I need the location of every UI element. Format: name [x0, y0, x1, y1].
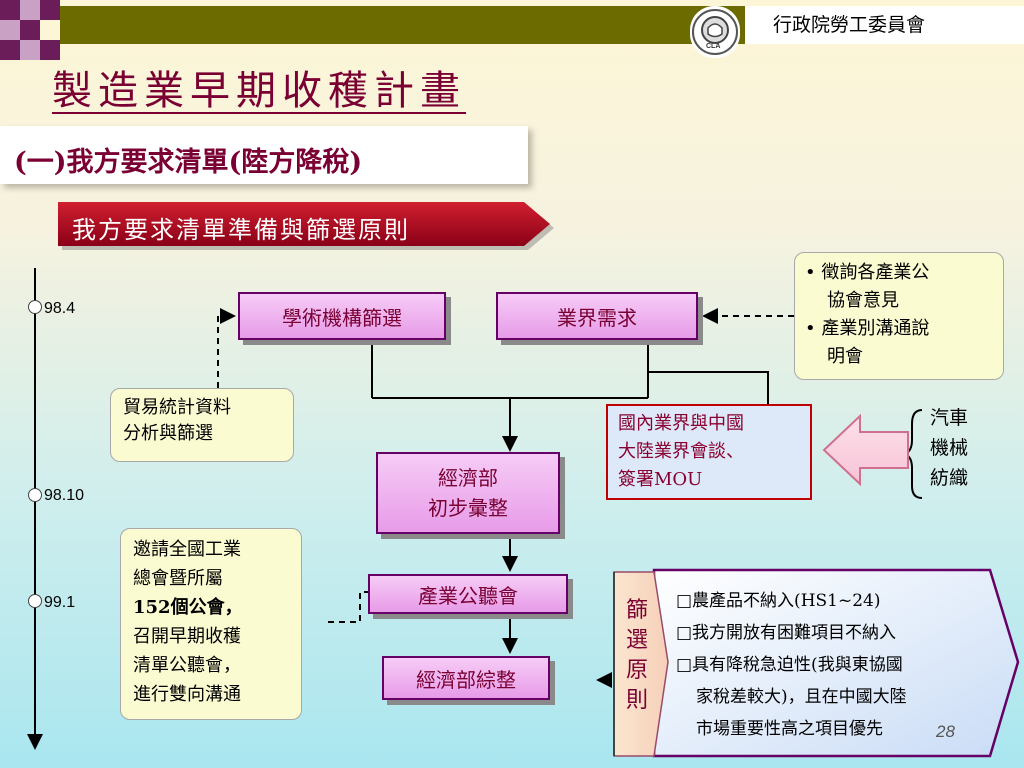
criteria-item: □農產品不納入(HS1~24)	[676, 591, 881, 611]
consult-line: 徵詢各產業公	[821, 262, 930, 283]
timeline-dot	[28, 300, 42, 314]
timeline-dot	[28, 594, 42, 608]
sector-label: 紡織	[930, 467, 969, 489]
consult-box: • 徵詢各產業公 協會意見 • 產業別溝通說 明會	[794, 252, 1004, 380]
criteria-label-char: 則	[625, 688, 648, 713]
mou-box: 國內業界與中國 大陸業界會談、 簽署MOU	[606, 404, 812, 500]
page-subtitle: (一)我方要求清單(陸方降稅)	[14, 147, 363, 178]
timeline-date: 98.10	[44, 487, 85, 504]
decor-square	[0, 20, 20, 40]
criteria-label-char: 篩	[625, 598, 648, 623]
logo-text: CLA	[706, 43, 721, 50]
decor-square	[0, 0, 20, 20]
timeline-dot	[28, 488, 42, 502]
criteria-item: 家稅差較大)，且在中國大陸	[696, 687, 907, 707]
trade-stats-line2: 分析與篩選	[123, 423, 213, 444]
consult-line: 產業別溝通說	[821, 318, 930, 339]
sector-label: 機械	[930, 437, 969, 459]
consult-item: • 產業別溝通說	[805, 315, 993, 343]
criteria-panel	[613, 568, 1020, 758]
invite-line: 152個公會，	[133, 597, 243, 618]
decor-square	[20, 40, 40, 60]
criteria-label-char: 原	[625, 658, 648, 683]
timeline-date: 99.1	[44, 594, 76, 611]
decor-square	[20, 0, 40, 20]
criteria-item: 市場重要性高之項目優先	[696, 719, 883, 739]
invite-line: 邀請全國工業	[133, 539, 241, 560]
criteria-label: 篩 選 原 則	[622, 596, 652, 716]
criteria-item: □我方開放有困難項目不納入	[676, 623, 897, 643]
bullet-icon: •	[805, 262, 822, 283]
invite-box: 邀請全國工業 總會暨所屬 152個公會， 召開早期收穫 清單公聽會， 進行雙向溝…	[120, 528, 302, 720]
consult-item: • 徵詢各產業公	[805, 259, 993, 287]
criteria-item: □具有降稅急迫性(我與東協國	[676, 655, 903, 675]
bullet-icon: •	[805, 318, 822, 339]
subtitle-box	[0, 126, 528, 184]
industry-demand-box: 業界需求	[496, 292, 698, 340]
left-arrow-icon	[822, 414, 909, 486]
consult-item-cont: 明會	[827, 346, 863, 367]
moea-initial-line1: 經濟部	[438, 466, 498, 490]
timeline-date: 98.4	[44, 300, 76, 317]
invite-line: 清單公聽會，	[133, 655, 241, 676]
decor-square	[40, 0, 60, 20]
consult-item-cont: 協會意見	[827, 290, 899, 311]
moea-initial-box: 經濟部 初步彙整	[376, 452, 560, 534]
sector-label: 汽車	[930, 407, 969, 429]
invite-line: 進行雙向溝通	[133, 684, 241, 705]
trade-stats-line1: 貿易統計資料	[123, 397, 231, 418]
invite-line: 召開早期收穫	[133, 626, 241, 647]
cla-logo: CLA	[690, 6, 740, 58]
decor-square	[40, 40, 60, 60]
banner-arrow	[58, 202, 554, 250]
page-title: 製造業早期收穫計畫	[52, 68, 466, 114]
page-number: 28	[936, 722, 955, 741]
academic-screening-box: 學術機構篩選	[238, 292, 446, 340]
mou-line: 國內業界與中國	[618, 413, 744, 434]
criteria-label-char: 選	[625, 628, 648, 653]
org-name: 行政院勞工委員會	[745, 6, 1024, 44]
moea-initial-line2: 初步彙整	[428, 496, 508, 520]
industry-hearing-box: 產業公聽會	[368, 574, 568, 614]
invite-line: 總會暨所屬	[133, 568, 223, 589]
banner-text: 我方要求清單準備與篩選原則	[72, 216, 410, 244]
decor-square	[20, 20, 40, 40]
decor-square	[0, 40, 20, 60]
moea-final-box: 經濟部綜整	[382, 656, 550, 700]
trade-stats-box: 貿易統計資料 分析與篩選	[110, 388, 294, 462]
mou-line: 大陸業界會談、	[618, 441, 744, 462]
mou-line: 簽署MOU	[618, 469, 703, 490]
